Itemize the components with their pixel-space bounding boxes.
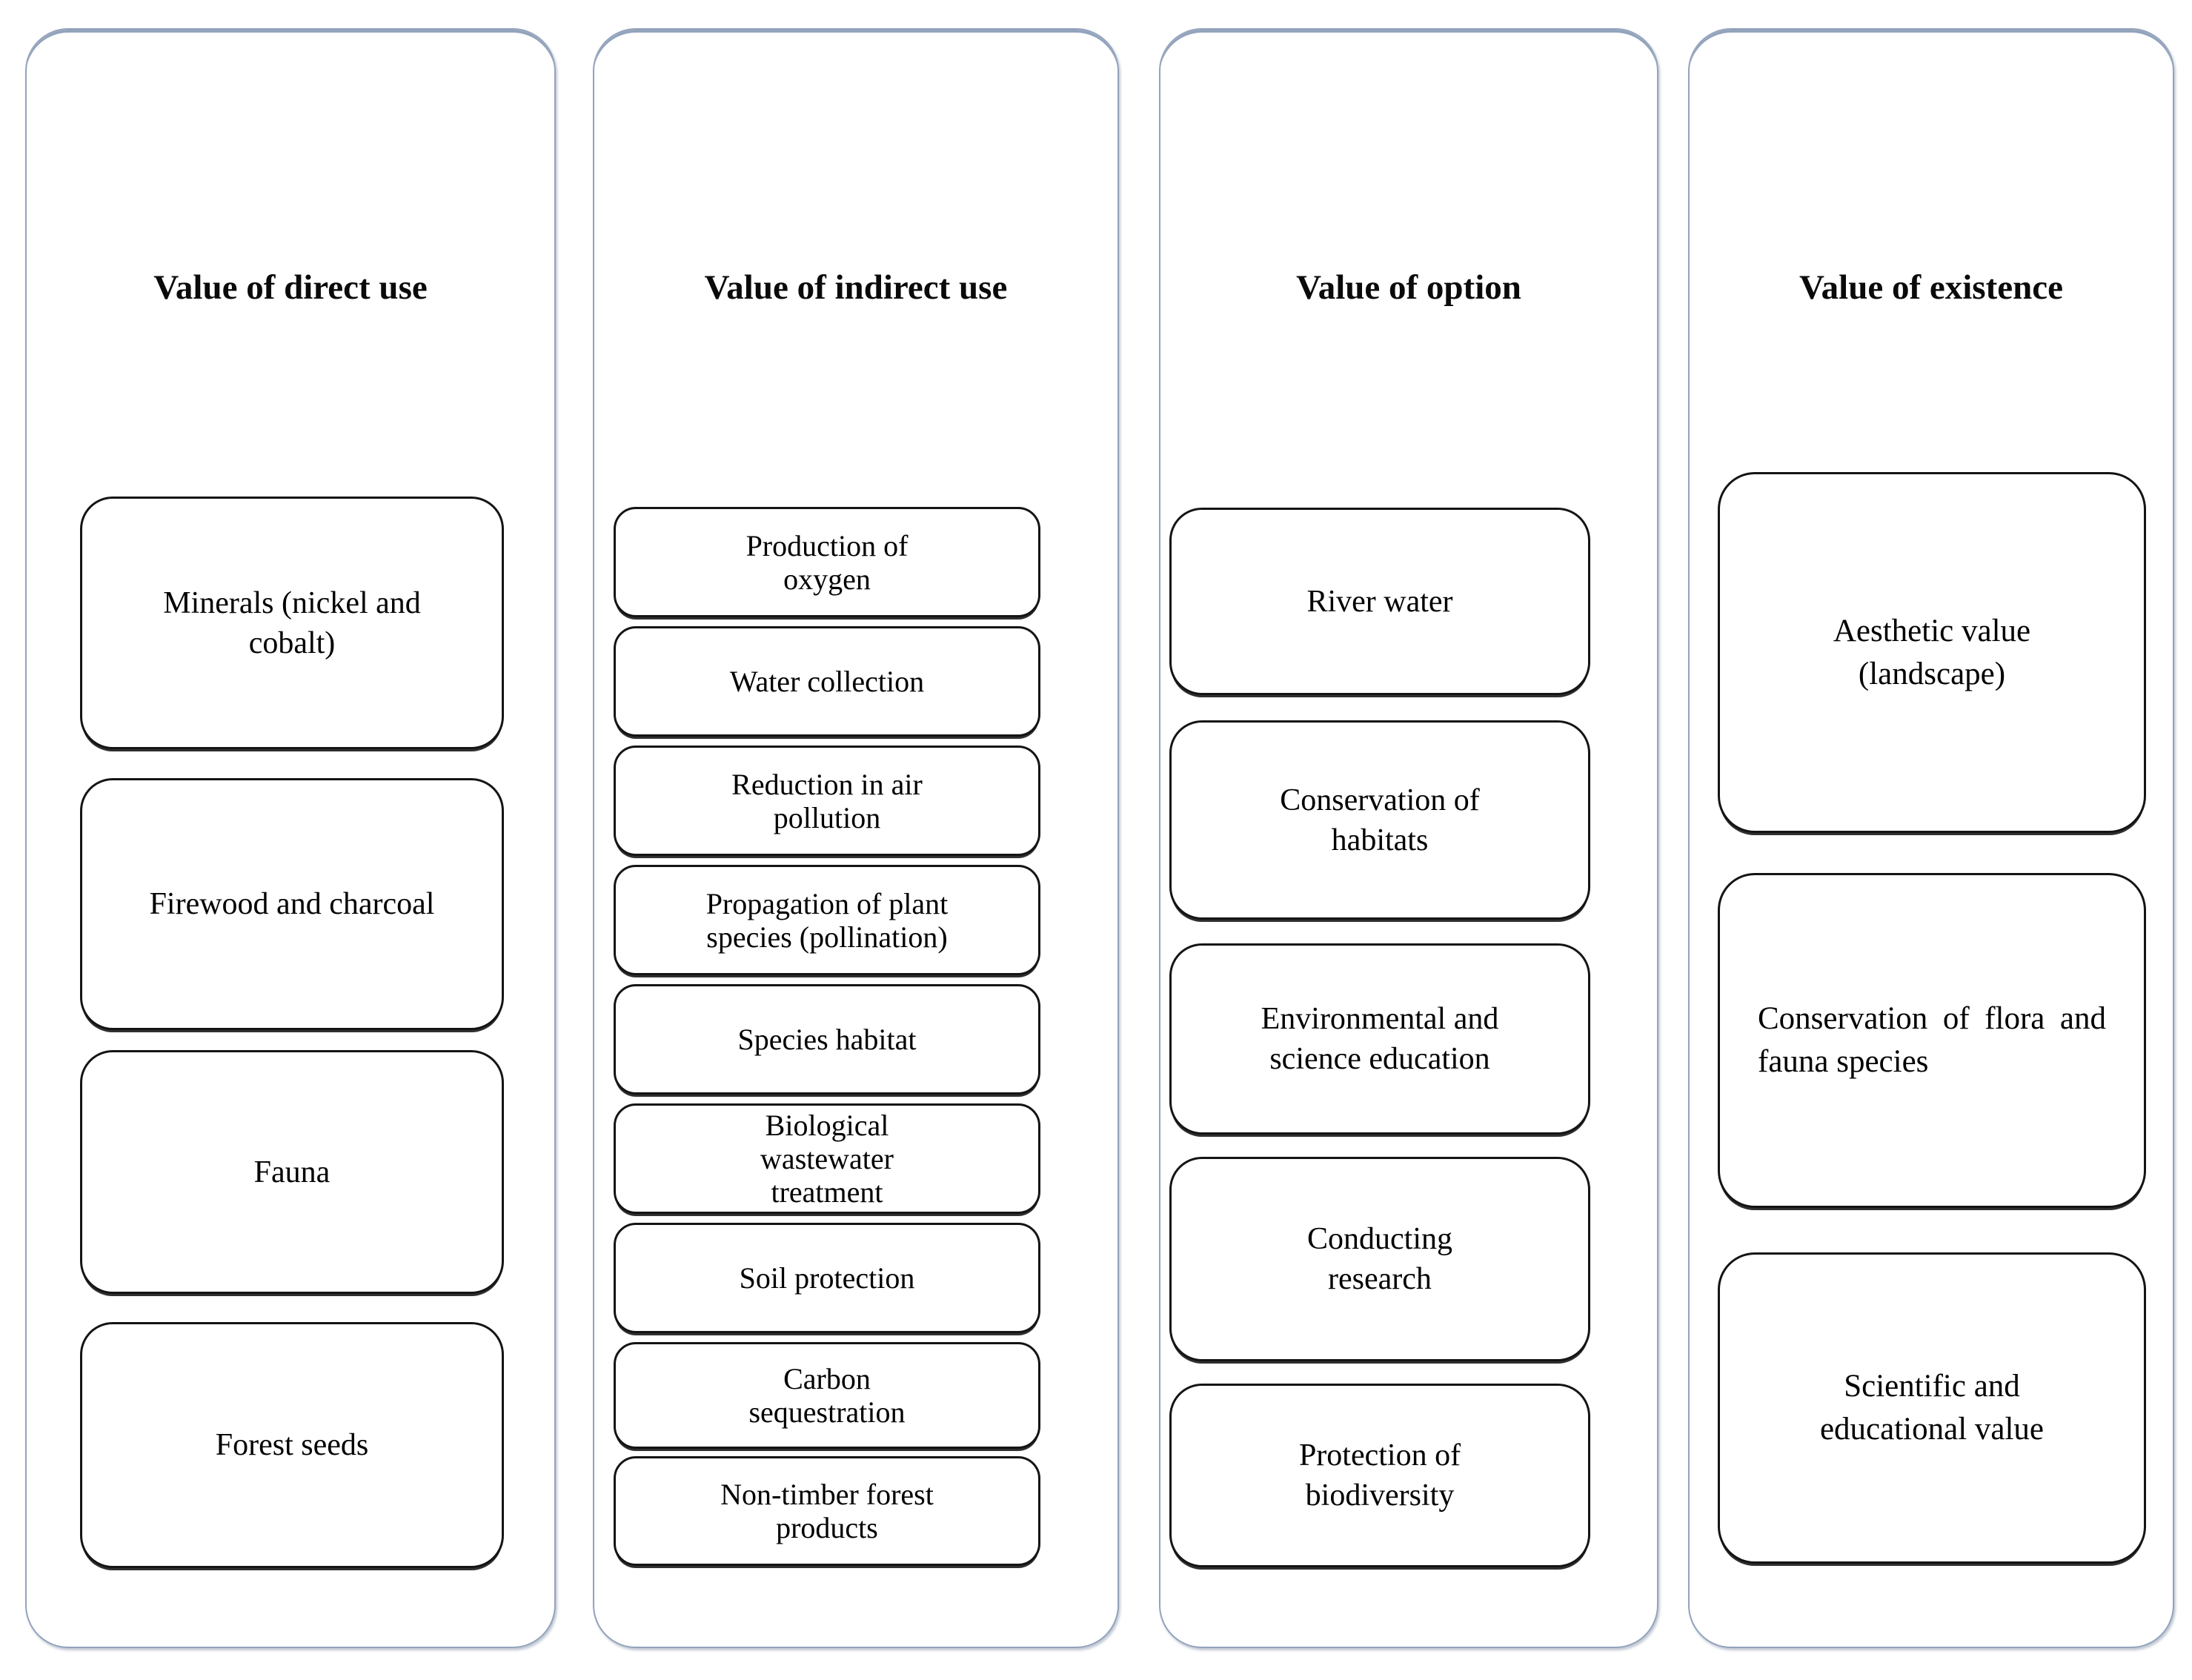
box-river-water: River water [1169, 508, 1590, 695]
panel-title-indirect-use: Value of indirect use [704, 268, 1008, 307]
box-habitat-conservation: Conservation of habitats [1169, 720, 1590, 920]
box-species-habitat: Species habitat [614, 984, 1040, 1095]
box-label: Firewood and charcoal [149, 887, 435, 921]
box-label: Water collection [729, 665, 925, 698]
box-fauna: Fauna [80, 1050, 504, 1294]
box-minerals: Minerals (nickel and cobalt) [80, 497, 504, 749]
box-biodiversity-protection: Protection of biodiversity [1169, 1384, 1590, 1567]
box-label: Reduction in air pollution [731, 767, 923, 834]
box-label: Carbon sequestration [748, 1362, 906, 1429]
box-label: Forest seeds [215, 1428, 369, 1462]
box-flora-fauna-conservation: Conservation of flora and fauna species [1718, 873, 2146, 1208]
box-production-oxygen: Production of oxygen [614, 507, 1040, 617]
box-label: Conservation of flora and fauna species [1758, 1001, 2106, 1079]
box-water-collection: Water collection [614, 626, 1040, 737]
panel-existence-value: Value of existence Aesthetic value (land… [1688, 28, 2174, 1648]
box-label: Fauna [253, 1155, 331, 1189]
box-label: River water [1306, 584, 1453, 619]
box-firewood-charcoal: Firewood and charcoal [80, 778, 504, 1030]
box-label: Production of oxygen [745, 528, 909, 596]
panel-direct-use: Value of direct use Minerals (nickel and… [25, 28, 556, 1648]
box-label: Protection of biodiversity [1298, 1438, 1461, 1513]
box-air-pollution-reduction: Reduction in air pollution [614, 746, 1040, 856]
box-label: Environmental and science education [1261, 1002, 1499, 1076]
panel-option-value: Value of option River water Conservation… [1159, 28, 1658, 1648]
panel-title-direct-use: Value of direct use [153, 268, 428, 307]
box-carbon-sequestration: Carbon sequestration [614, 1342, 1040, 1449]
box-label: Biological wastewater treatment [760, 1109, 894, 1209]
panel-indirect-use: Value of indirect use Production of oxyg… [593, 28, 1119, 1648]
box-environmental-education: Environmental and science education [1169, 943, 1590, 1135]
box-wastewater-treatment: Biological wastewater treatment [614, 1103, 1040, 1214]
box-aesthetic-value: Aesthetic value (landscape) [1718, 472, 2146, 833]
box-label: Scientific and educational value [1819, 1369, 2045, 1447]
box-plant-propagation: Propagation of plant species (pollinatio… [614, 865, 1040, 975]
box-non-timber-products: Non-timber forest products [614, 1456, 1040, 1566]
box-forest-seeds: Forest seeds [80, 1322, 504, 1568]
box-label: Aesthetic value (landscape) [1833, 613, 2031, 691]
box-label: Propagation of plant species (pollinatio… [705, 886, 949, 954]
box-label: Species habitat [737, 1023, 917, 1056]
panel-title-existence-value: Value of existence [1799, 268, 2063, 307]
box-label: Conservation of habitats [1280, 783, 1480, 857]
box-soil-protection: Soil protection [614, 1223, 1040, 1333]
panel-title-option-value: Value of option [1296, 268, 1521, 307]
box-label: Conducting research [1307, 1222, 1452, 1296]
box-label: Non-timber forest products [720, 1478, 934, 1544]
box-label: Minerals (nickel and cobalt) [163, 585, 421, 660]
box-conducting-research: Conducting research [1169, 1157, 1590, 1361]
box-scientific-educational-value: Scientific and educational value [1718, 1252, 2146, 1564]
box-label: Soil protection [739, 1261, 915, 1295]
